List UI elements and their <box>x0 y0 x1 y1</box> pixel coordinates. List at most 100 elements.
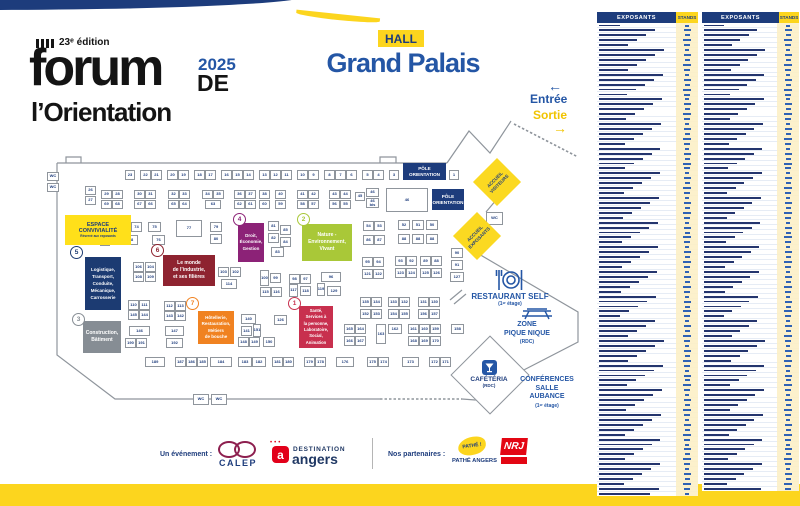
exposant-name-row <box>704 261 734 264</box>
exposant-stand-row <box>684 167 690 170</box>
exposant-stand-row <box>784 54 792 57</box>
exposant-stand-row <box>684 231 690 234</box>
booth-58: 58 <box>297 200 308 209</box>
exposant-stand-row <box>785 290 791 293</box>
exposant-stand-row <box>785 108 791 111</box>
exposant-name-row <box>704 108 747 111</box>
exposant-stand-row <box>786 271 790 273</box>
exposant-stand-row <box>785 364 791 367</box>
exposant-stand-row <box>683 39 691 42</box>
nrj-logo-subtitle <box>501 457 527 464</box>
booth-110: 110 <box>128 300 139 310</box>
booth-154: 154 <box>388 309 399 319</box>
exposant-name-row <box>704 295 758 298</box>
booth-96: 96 <box>321 272 341 282</box>
exposant-stand-row <box>784 310 792 313</box>
exposant-name-row <box>704 98 764 101</box>
booth-42: 42 <box>308 190 319 199</box>
exposant-name-row <box>599 108 644 111</box>
exposant-stand-row <box>785 315 791 318</box>
exposant-name-row <box>599 468 651 471</box>
exposant-stand-row <box>786 147 790 150</box>
exposant-stand-row <box>785 266 791 269</box>
booth-6: 6 <box>346 170 357 180</box>
booth-50: 50 <box>426 220 438 230</box>
booth-192: 192 <box>166 338 183 348</box>
exposant-name-row <box>599 453 634 456</box>
exposant-name-row <box>704 137 737 140</box>
table-right-header-exposants: EXPOSANTS <box>702 12 779 23</box>
sortie-arrow-icon: → <box>553 120 567 136</box>
exposant-stand-row <box>684 256 690 259</box>
exposant-stand-row <box>685 172 689 175</box>
booth-179: 179 <box>304 357 315 367</box>
exposant-stand-row <box>784 187 792 190</box>
booth-117: 117 <box>289 284 298 297</box>
exposant-stand-row <box>685 197 689 200</box>
pathe-logo-icon: PATHÉ ! <box>456 435 488 457</box>
booth-151: 151 <box>253 324 261 337</box>
logo-bars-icon <box>51 39 54 48</box>
zone-number-2: 2 <box>297 213 310 226</box>
exposant-name-row <box>599 458 625 461</box>
exposant-name-row <box>599 330 637 333</box>
booth-175: 175 <box>367 357 378 367</box>
booth-103: 103 <box>218 267 229 277</box>
exposant-stand-row <box>784 177 792 180</box>
exposant-name-row <box>704 325 749 328</box>
exposant-name-row <box>704 463 762 466</box>
booth-187: 187 <box>175 357 186 367</box>
zone-box-7: Hôtellerie, Restauration, Métiers de bou… <box>198 311 234 344</box>
booth-28: 28 <box>112 190 123 199</box>
exposant-stand-row <box>785 453 791 456</box>
exposant-name-row <box>599 251 649 254</box>
exposant-stand-row <box>786 73 790 76</box>
exposant-name-row <box>599 93 627 96</box>
exposant-name-row <box>599 492 650 495</box>
logo-bars-icon <box>41 39 44 48</box>
exposant-stand-row <box>683 162 691 165</box>
booth-182: 182 <box>252 357 266 367</box>
booth-4: 4 <box>373 170 384 180</box>
exposant-name-row <box>599 98 662 101</box>
exposant-name-row <box>704 78 756 81</box>
exposant-stand-row <box>683 482 691 485</box>
booth-165: 165 <box>344 324 355 334</box>
exposant-stand-row <box>683 433 691 436</box>
exposant-name-row <box>599 128 652 130</box>
exposant-name-row <box>599 73 663 76</box>
exposant-name-row <box>599 340 664 342</box>
exposant-name-row <box>704 44 732 47</box>
pole-orientation-box-1: PÔLE ORIENTATION <box>403 163 446 180</box>
booth-116: 116 <box>271 287 282 297</box>
exposant-stand-row <box>683 300 691 303</box>
exposant-stand-row <box>786 468 790 471</box>
exposant-name-row <box>704 256 742 259</box>
booth-126: 126 <box>431 268 442 278</box>
booth-77: 77 <box>176 220 202 237</box>
exposant-stand-row <box>684 206 690 209</box>
zone-box-6: Le monde de l’industrie, et ses filières <box>163 255 215 286</box>
exposant-stand-row <box>784 201 792 204</box>
exposant-name-row <box>704 182 744 185</box>
exposant-name-row <box>704 88 739 91</box>
exposant-stand-row <box>683 473 691 476</box>
booth-38: 38 <box>259 190 270 199</box>
booth-44: 44 <box>340 190 351 199</box>
booth-60: 60 <box>259 200 270 209</box>
booth-65: 65 <box>168 200 179 209</box>
booth-74: 74 <box>131 222 142 232</box>
exposant-name-row <box>704 389 764 392</box>
booth-15: 15 <box>232 170 243 180</box>
booth-51: 51 <box>412 220 424 230</box>
exposant-name-row <box>704 197 761 199</box>
exposant-stand-row <box>683 399 691 402</box>
exposant-name-row <box>704 374 747 377</box>
conferences-floor: (1ᵉʳ étage) <box>535 403 559 409</box>
exposant-stand-row <box>685 492 689 495</box>
booth-wc: WC <box>193 394 209 405</box>
calep-logo-icon <box>218 441 260 458</box>
exposant-stand-row <box>685 295 689 298</box>
exposant-name-row <box>599 231 640 234</box>
exposant-name-row <box>704 118 730 121</box>
